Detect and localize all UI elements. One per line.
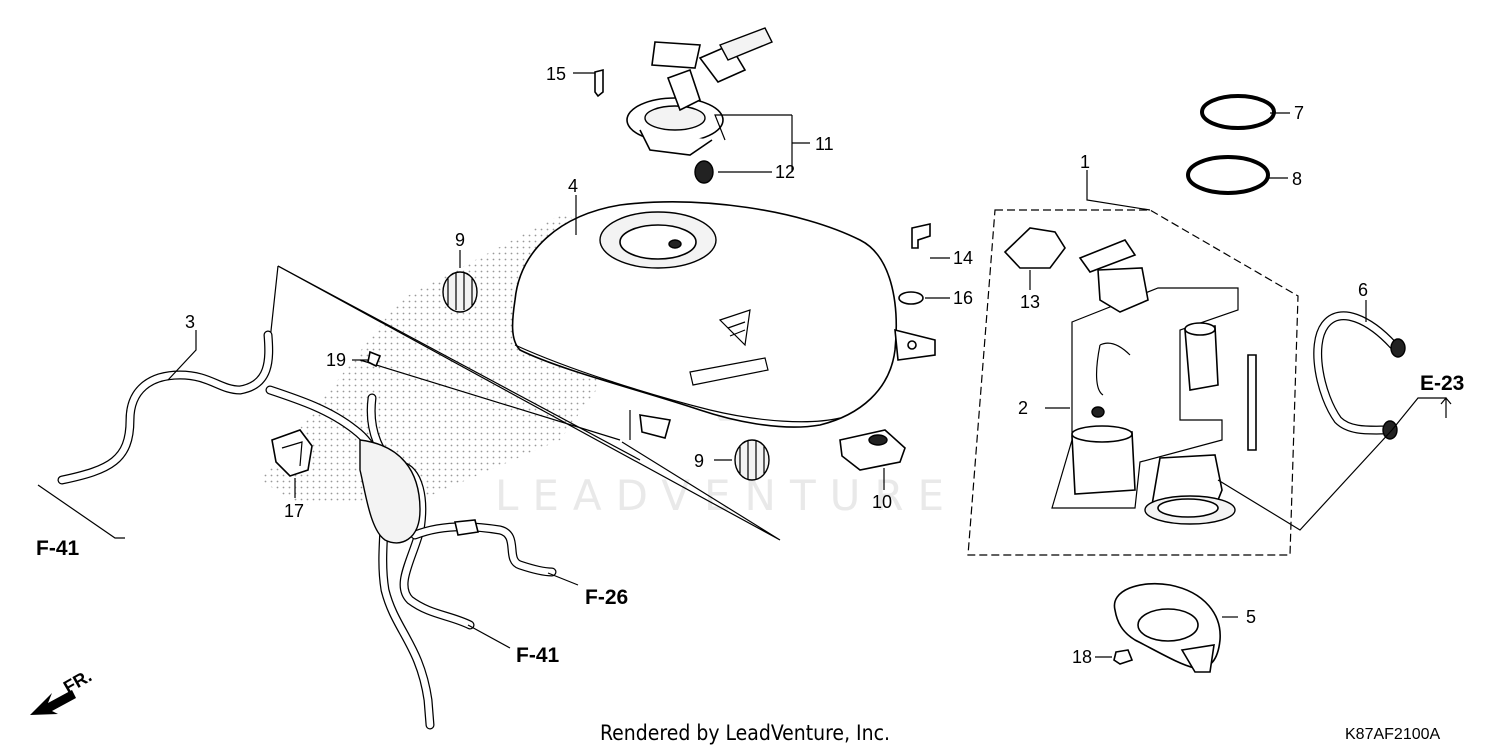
fuel-pump-assembly-box [967,209,1299,556]
ref-e23: E-23 [1420,372,1464,395]
breather-hoses [57,330,557,730]
front-arrow-icon [30,690,76,715]
tank-cushion-upper [442,271,478,313]
washer-16 [898,291,924,305]
callout-1: 1 [1080,152,1090,172]
ref-f41-bottom: F-41 [516,644,560,667]
callout-11: 11 [815,134,834,154]
fuel-pump-components [1003,227,1257,525]
callout-17: 17 [284,501,304,521]
guide-line [359,359,621,441]
callout-16: 16 [953,288,973,308]
callout-6: 6 [1358,280,1368,300]
fuel-filler-cap [626,27,773,156]
front-direction-indicator: FR. [30,666,95,715]
hose-clamp-17 [271,429,313,477]
reference-labels: E-23 F-41 F-26 F-41 [36,372,1464,667]
leader-lines [37,72,1447,658]
grommet-12 [694,160,714,184]
hose-group-guide-box [269,265,781,541]
callout-18: 18 [1072,647,1092,667]
callout-5: 5 [1246,607,1256,627]
fuel-pump-setting-plate [1113,582,1221,673]
callout-14: 14 [953,248,973,268]
bolt-14 [911,223,931,249]
fuel-hose-6 [1313,311,1406,440]
callout-9-lower: 9 [694,451,704,471]
callout-15: 15 [546,64,566,84]
callout-7: 7 [1294,103,1304,123]
fuel-tank [511,201,936,439]
callout-8: 8 [1292,169,1302,189]
packing-8 [1186,155,1270,195]
screw-15 [594,68,604,98]
callout-4: 4 [568,176,578,196]
front-label: FR. [60,666,95,698]
callout-13: 13 [1020,292,1040,312]
fuel-pump-subassembly-box [1051,287,1239,509]
callout-3: 3 [185,312,195,332]
tank-rear-mount [839,429,906,471]
arrow-e23 [1440,397,1452,418]
ref-f41-left: F-41 [36,537,80,560]
watermark-text: LEADVENTURE [495,471,958,520]
callout-10: 10 [872,492,892,512]
callout-9-upper: 9 [455,230,465,250]
ref-f26: F-26 [585,586,628,609]
nut-18 [1113,649,1134,665]
rendered-by-footer: Rendered by LeadVenture, Inc. [600,721,890,745]
callout-2: 2 [1018,398,1028,418]
callout-labels: 1 2 3 4 5 6 7 8 9 9 10 11 12 13 14 15 16… [185,64,1368,667]
callout-12: 12 [775,162,795,182]
clip-19 [367,350,382,368]
o-ring-7 [1200,94,1276,130]
diagram-code: K87AF2100A [1345,726,1441,743]
tank-cushion-lower [734,439,770,481]
callout-19: 19 [326,350,346,370]
